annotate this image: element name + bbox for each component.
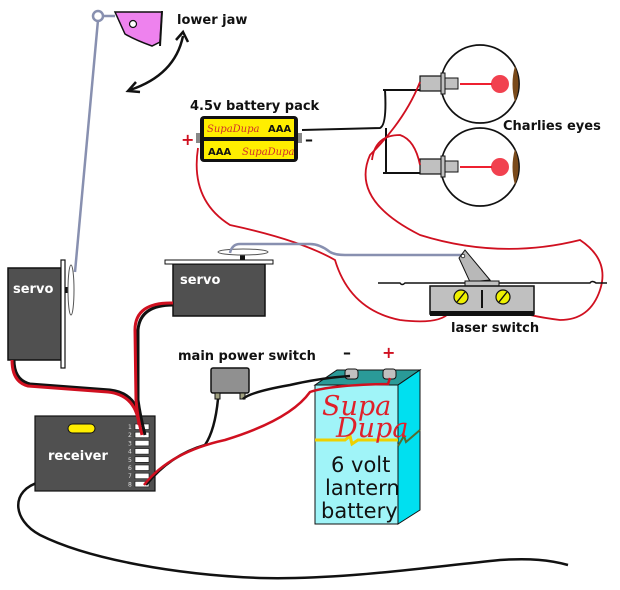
antenna-wire xyxy=(17,480,569,580)
battery-pack-label: 4.5v battery pack xyxy=(190,99,320,114)
lantern-minus: – xyxy=(343,343,351,362)
cell-type-bottom: AAA xyxy=(208,147,231,158)
lower-jaw-label: lower jaw xyxy=(177,13,247,28)
lantern-brand-line2: Dupa xyxy=(335,413,408,444)
lantern-line2: lantern xyxy=(325,476,400,500)
charlies-eyes-label: Charlies eyes xyxy=(503,119,601,134)
eye-black-wires xyxy=(301,89,420,174)
servo-right-label: servo xyxy=(180,273,220,288)
main-power-switch-label: main power switch xyxy=(178,349,316,364)
servo-left-label: servo xyxy=(13,282,53,297)
main-power-switch[interactable] xyxy=(210,367,250,400)
receiver-channel-slot[interactable] xyxy=(134,464,150,471)
eye-top xyxy=(440,44,520,124)
receiver-channel-slot[interactable] xyxy=(134,448,150,455)
receiver-channel-number: 7 xyxy=(128,473,132,480)
receiver-channel-slot[interactable] xyxy=(134,472,150,480)
lantern-battery xyxy=(313,368,422,525)
cell-brand-top: SupaDupa xyxy=(207,124,260,135)
receiver-channel-slot[interactable] xyxy=(134,456,150,463)
laser-bottom xyxy=(419,155,459,178)
servo-left-cable xyxy=(10,359,143,426)
battery-pack xyxy=(196,116,302,162)
power-cable xyxy=(143,374,392,486)
laser-switch xyxy=(378,249,607,316)
receiver-channel-number: 2 xyxy=(128,432,132,439)
lantern-plus: + xyxy=(382,343,395,362)
receiver-channel-slot[interactable] xyxy=(134,481,150,488)
receiver-channel-number: 5 xyxy=(128,457,132,464)
receiver-label: receiver xyxy=(48,449,108,464)
lantern-line3: battery xyxy=(321,499,398,523)
eye-red-wires xyxy=(195,81,604,323)
cell-type-top: AAA xyxy=(268,124,291,135)
cell-brand-bottom: SupaDupa xyxy=(242,147,295,158)
receiver-channel-number: 6 xyxy=(128,465,132,472)
receiver-channel-number: 3 xyxy=(128,440,132,447)
switch-linkage-rod xyxy=(228,242,462,257)
lantern-line1: 6 volt xyxy=(331,453,390,477)
lantern-brand-line1: Supa xyxy=(322,391,391,422)
jaw-motion-arrow-icon xyxy=(125,29,190,94)
servo-right xyxy=(164,248,274,317)
receiver-channel-number: 1 xyxy=(128,424,132,431)
receiver-channel-number: 8 xyxy=(128,481,132,488)
jaw-linkage-rod xyxy=(73,9,115,273)
servo-right-cable xyxy=(133,301,174,436)
lower-jaw xyxy=(113,10,163,47)
receiver-channel-number: 4 xyxy=(128,449,132,456)
receiver-channel-slot[interactable] xyxy=(134,440,150,447)
eye-bottom xyxy=(440,127,520,207)
laser-switch-label: laser switch xyxy=(451,321,539,336)
battery-pack-plus: + xyxy=(181,130,194,149)
battery-pack-minus: – xyxy=(305,130,313,149)
servo-left xyxy=(7,259,75,369)
